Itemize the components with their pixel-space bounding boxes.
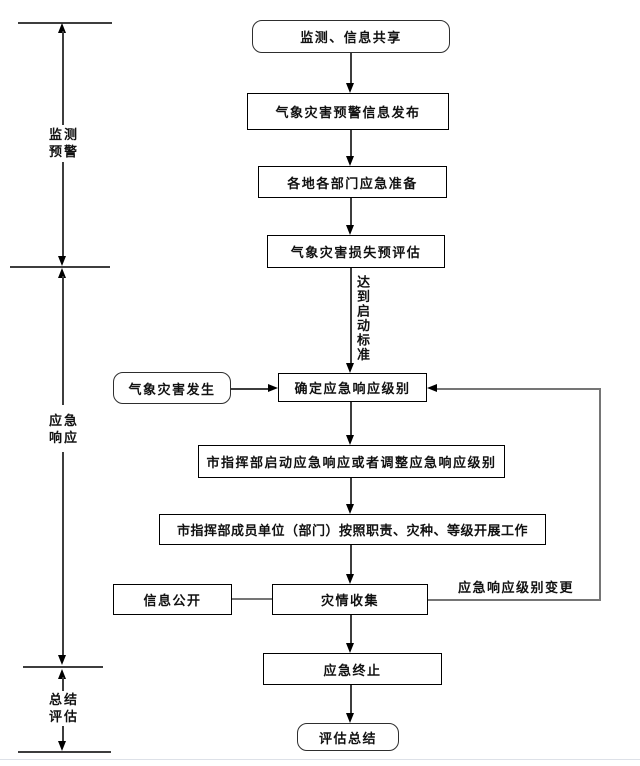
- axis-line-1a: [62, 31, 64, 125]
- connector-line: [350, 685, 352, 713]
- arrowhead-down-icon: [346, 574, 354, 584]
- phase-label-summary: 总结 评估: [34, 691, 94, 725]
- axis-arrow-up-3: [58, 669, 66, 679]
- node-start-adjust-response: 市指挥部启动应急响应或者调整应急响应级别: [198, 445, 505, 478]
- edge-label-level-change: 应急响应级别变更: [458, 580, 575, 595]
- phase-label-line: 响应: [48, 430, 79, 445]
- connector-line: [350, 198, 352, 225]
- node-evaluation-summary: 评估总结: [297, 723, 399, 751]
- phase-label-line: 监测: [48, 127, 79, 142]
- arrowhead-down-icon: [346, 156, 354, 166]
- axis-line-1b: [62, 162, 64, 258]
- axis-line-2a: [62, 276, 64, 405]
- axis-line-2b: [62, 452, 64, 656]
- node-warning-release: 气象灾害预警信息发布: [247, 93, 449, 130]
- node-members-work: 市指挥部成员单位（部门）按照职责、灾种、等级开展工作: [159, 514, 546, 545]
- node-terminate-response: 应急终止: [263, 653, 442, 685]
- node-pre-assessment: 气象灾害损失预评估: [267, 235, 445, 268]
- node-collect-disaster-info: 灾情收集: [272, 584, 428, 615]
- feedback-line-top: [437, 388, 600, 390]
- connector-line: [350, 478, 352, 504]
- arrowhead-down-icon: [346, 83, 354, 93]
- feedback-line-bottom: [428, 599, 601, 601]
- connector-line: [231, 388, 268, 390]
- axis-tick-top: [18, 22, 112, 24]
- arrowhead-down-icon: [346, 504, 354, 514]
- connector-line: [350, 130, 352, 156]
- axis-line-3a: [62, 677, 64, 691]
- connector-line: [350, 615, 352, 643]
- connector-line: [350, 268, 352, 363]
- phase-label-response: 应急 响应: [34, 412, 94, 446]
- axis-arrow-down-1: [58, 256, 66, 266]
- arrowhead-right-icon: [268, 384, 278, 392]
- axis-tick-2: [10, 266, 110, 268]
- arrowhead-down-icon: [346, 643, 354, 653]
- page-edge-line: [0, 759, 640, 760]
- node-info-public: 信息公开: [113, 584, 232, 615]
- phase-label-line: 预警: [48, 144, 79, 159]
- axis-arrow-down-3: [58, 741, 66, 751]
- node-disaster-occurs: 气象灾害发生: [113, 372, 231, 404]
- connector-line: [350, 53, 352, 83]
- connector-line: [350, 545, 352, 574]
- arrowhead-down-icon: [346, 435, 354, 445]
- arrowhead-down-icon: [346, 363, 354, 373]
- phase-label-line: 总结: [48, 692, 79, 707]
- axis-arrow-up-2: [58, 268, 66, 278]
- phase-label-monitoring: 监测 预警: [34, 126, 94, 160]
- node-monitor-share: 监测、信息共享: [252, 20, 450, 53]
- connector-line: [350, 402, 352, 435]
- node-preparation: 各地各部门应急准备: [258, 166, 447, 198]
- arrowhead-down-icon: [346, 713, 354, 723]
- arrowhead-down-icon: [346, 225, 354, 235]
- axis-arrow-down-2: [58, 655, 66, 665]
- axis-line-3b: [62, 726, 64, 743]
- phase-label-line: 应急: [48, 413, 79, 428]
- axis-tick-bottom: [18, 751, 111, 753]
- edge-label-reach-threshold: 达到启动标准: [355, 275, 370, 362]
- node-determine-level: 确定应急响应级别: [278, 373, 427, 402]
- connector-line: [232, 598, 272, 600]
- phase-label-line: 评估: [48, 709, 79, 724]
- feedback-line-vertical: [599, 388, 601, 601]
- arrowhead-left-icon: [427, 384, 437, 392]
- axis-arrow-up-1: [58, 23, 66, 33]
- axis-tick-3: [23, 666, 103, 668]
